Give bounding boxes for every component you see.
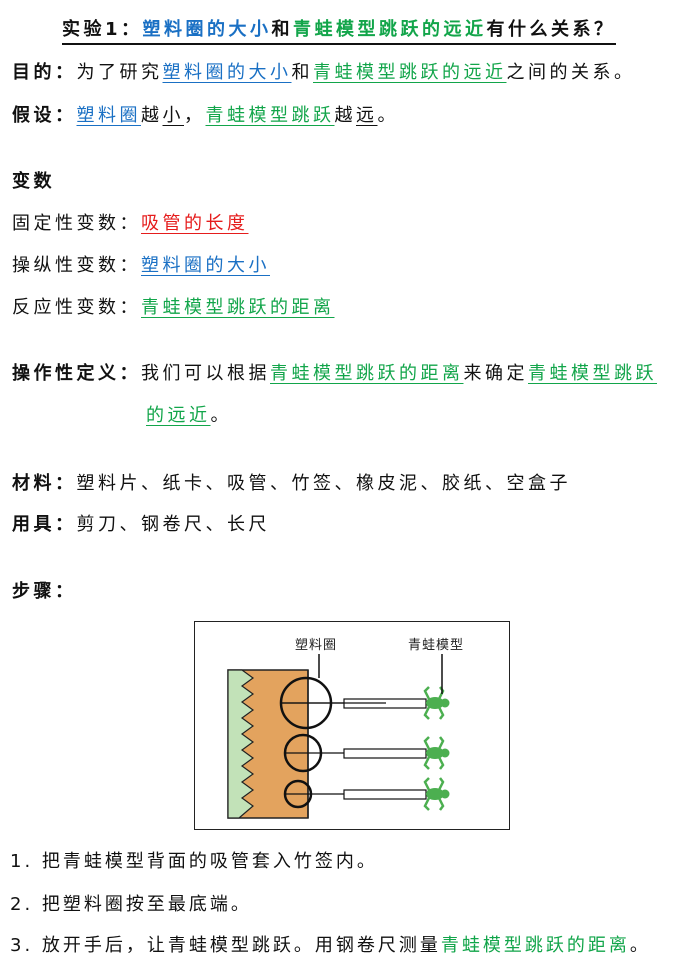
variables-heading: 变数 [12, 171, 55, 192]
manipulated-variable-value: 塑料圈的大小 [141, 255, 270, 276]
apparatus-illustration [227, 654, 451, 819]
step-3-text: 3. 放开手后，让青蛙模型跳跃。用钢卷尺测量 [10, 935, 441, 956]
operational-definition-line-2: 的远近。 [146, 404, 232, 428]
title-and: 和 [271, 19, 294, 40]
ring-label: 塑料圈 [295, 638, 338, 653]
hypothesis-comma: ， [184, 105, 206, 126]
title-prefix: 实验1： [62, 19, 143, 40]
purpose-var1: 塑料圈的大小 [162, 62, 292, 83]
frog-label: 青蛙模型 [408, 638, 465, 653]
fixed-variable-value: 吸管的长度 [141, 213, 249, 234]
operational-var2-cont: 的远近 [146, 405, 211, 426]
purpose-var2: 青蛙模型跳跃的远近 [313, 62, 507, 83]
hypothesis-small: 小 [162, 105, 184, 126]
fixed-variable-label: 固定性变数： [12, 213, 141, 234]
operational-text2: 来确定 [463, 363, 528, 384]
straw-2 [343, 748, 427, 759]
title-variable-jump-distance: 青蛙模型跳跃的远近 [293, 19, 487, 40]
fixed-variable-line: 固定性变数：吸管的长度 [12, 212, 249, 236]
operational-definition-line: 操作性定义：我们可以根据青蛙模型跳跃的距离来确定青蛙模型跳跃 [12, 362, 657, 386]
apparatus-diagram: 塑料圈 青蛙模型 [194, 621, 510, 830]
hypothesis-var1: 塑料圈 [76, 105, 141, 126]
frog-model-1 [423, 685, 451, 721]
purpose-label: 目的： [12, 62, 77, 83]
step-2: 2. 把塑料圈按至最底端。 [10, 894, 252, 915]
purpose-text: 为了研究 [76, 62, 163, 83]
materials-label: 材料： [12, 473, 77, 494]
frog-model-3 [423, 776, 451, 812]
responding-variable-line: 反应性变数：青蛙模型跳跃的距离 [12, 296, 335, 320]
hypothesis-var2: 青蛙模型跳跃 [205, 105, 335, 126]
step-3: 3. 放开手后，让青蛙模型跳跃。用钢卷尺测量青蛙模型跳跃的距离。 [10, 934, 651, 958]
step-3-end: 。 [629, 935, 651, 956]
step-1: 1. 把青蛙模型背面的吸管套入竹签内。 [10, 851, 378, 872]
materials-line: 材料：塑料片、纸卡、吸管、竹签、橡皮泥、胶纸、空盒子 [12, 472, 571, 496]
operational-end: 。 [210, 405, 232, 426]
title-variable-ring-size: 塑料圈的大小 [142, 19, 272, 40]
purpose-end: 之间的关系。 [506, 62, 636, 83]
board-edge [227, 669, 255, 819]
tools-line: 用具：剪刀、钢卷尺、长尺 [12, 513, 270, 537]
hypothesis-label: 假设： [12, 105, 77, 126]
hypothesis-text: 越 [141, 105, 163, 126]
tools-label: 用具： [12, 514, 77, 535]
operational-text: 我们可以根据 [141, 363, 270, 384]
tools-value: 剪刀、钢卷尺、长尺 [76, 514, 270, 535]
manipulated-variable-line: 操纵性变数：塑料圈的大小 [12, 254, 270, 278]
materials-value: 塑料片、纸卡、吸管、竹签、橡皮泥、胶纸、空盒子 [76, 473, 571, 494]
step-3-highlight: 青蛙模型跳跃的距离 [440, 935, 630, 956]
hypothesis-end: 。 [377, 105, 399, 126]
operational-var1: 青蛙模型跳跃的距离 [270, 363, 464, 384]
manipulated-variable-label: 操纵性变数： [12, 255, 141, 276]
frog-model-2 [423, 735, 451, 771]
responding-variable-label: 反应性变数： [12, 297, 141, 318]
operational-var2: 青蛙模型跳跃 [528, 363, 657, 384]
operational-label: 操作性定义： [12, 363, 141, 384]
responding-variable-value: 青蛙模型跳跃的距离 [141, 297, 335, 318]
experiment-title: 实验1：塑料圈的大小和青蛙模型跳跃的远近有什么关系？ [62, 18, 616, 45]
hypothesis-far: 远 [356, 105, 378, 126]
straw-3 [343, 789, 427, 800]
purpose-line: 目的：为了研究塑料圈的大小和青蛙模型跳跃的远近之间的关系。 [12, 61, 636, 85]
title-suffix: 有什么关系？ [486, 19, 616, 40]
hypothesis-line: 假设：塑料圈越小，青蛙模型跳跃越远。 [12, 104, 399, 128]
hypothesis-text2: 越 [334, 105, 356, 126]
purpose-and: 和 [291, 62, 313, 83]
steps-heading: 步骤： [12, 581, 77, 602]
